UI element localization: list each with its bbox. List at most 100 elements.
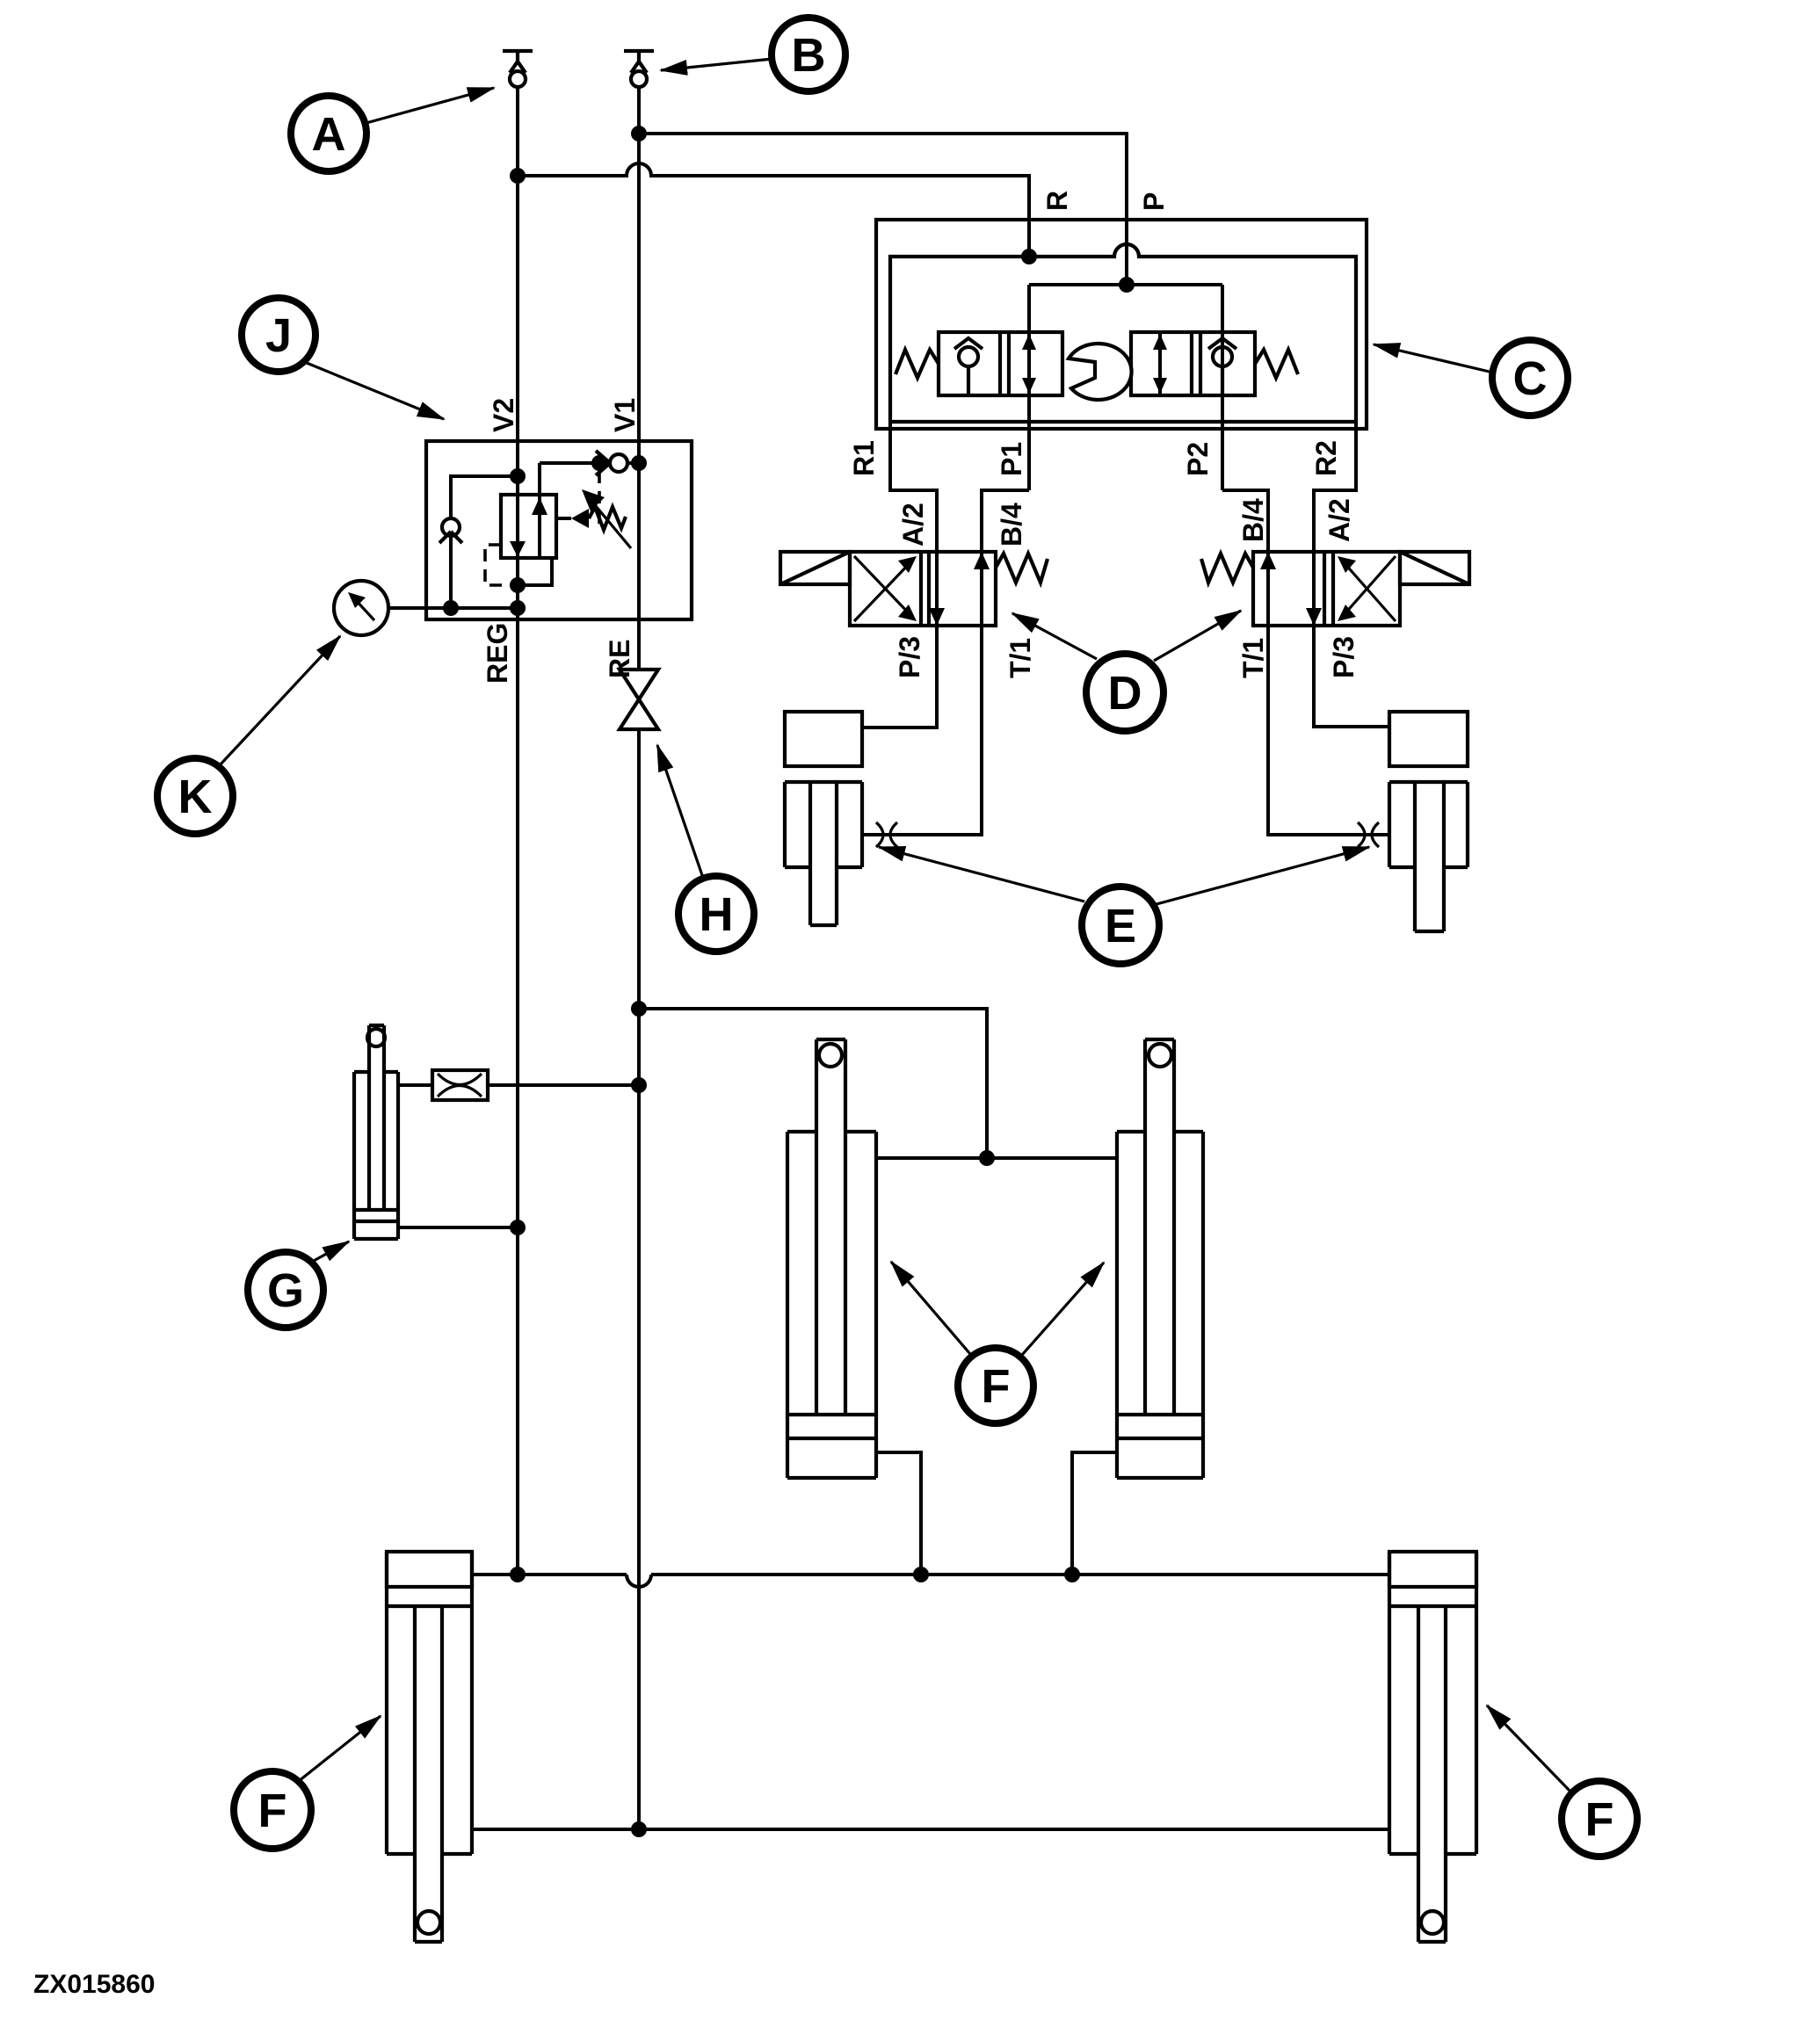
label-r2: R2 bbox=[1310, 440, 1342, 476]
junction-dot bbox=[510, 577, 526, 593]
callout-circle bbox=[675, 872, 758, 955]
flow-arrow-down bbox=[1022, 378, 1036, 394]
label-p: P bbox=[1138, 192, 1170, 211]
coupler-symbol bbox=[1356, 821, 1381, 849]
rod-eye bbox=[1418, 1908, 1447, 1937]
cylinder-bottom-right-f bbox=[1387, 1549, 1479, 1944]
pressure-test-port-b bbox=[624, 48, 654, 90]
crossed-paths bbox=[852, 554, 912, 623]
cylinder-body bbox=[1387, 1552, 1479, 1857]
callout-g: G bbox=[244, 1240, 351, 1331]
flow-arrow-down bbox=[1153, 378, 1167, 394]
callout-letter: H bbox=[700, 888, 734, 941]
callout-letter: K bbox=[178, 771, 213, 823]
piston-rod bbox=[412, 1606, 445, 1944]
callout-arrow bbox=[877, 845, 1085, 903]
callout-arrow bbox=[1372, 343, 1494, 374]
callout-arrow bbox=[301, 359, 446, 421]
callout-circle bbox=[1489, 337, 1571, 419]
return-gallery bbox=[888, 242, 1359, 424]
callout-arrow bbox=[659, 57, 773, 76]
test-port-symbol bbox=[624, 48, 654, 75]
junction-dot bbox=[443, 600, 459, 616]
label-r1: R1 bbox=[848, 440, 880, 476]
label-v2: V2 bbox=[488, 398, 519, 432]
line-a-to-r bbox=[518, 162, 1031, 257]
cap-end-bus bbox=[472, 1573, 1389, 1589]
check-branch bbox=[449, 474, 518, 518]
supply-lines bbox=[510, 87, 1128, 441]
shuttle-symbol bbox=[1065, 341, 1134, 402]
crossed-paths bbox=[1342, 554, 1397, 623]
solenoid-valve-left-d bbox=[778, 548, 1050, 628]
callout-circle bbox=[287, 92, 370, 175]
flow-arrow-up bbox=[1260, 552, 1276, 569]
label-p2: P2 bbox=[1182, 442, 1214, 476]
cross-arrow-top bbox=[898, 556, 917, 573]
test-port-symbol bbox=[503, 48, 533, 75]
piston-rod bbox=[1416, 1606, 1448, 1944]
label-left-p3: P/3 bbox=[894, 636, 925, 678]
cylinder-cap bbox=[1387, 709, 1470, 769]
valve-triangle-bottom bbox=[616, 696, 662, 732]
piston-rod bbox=[366, 1023, 387, 1210]
callout-f-bottom-left: F bbox=[230, 1714, 382, 1852]
test-port-ball bbox=[628, 69, 649, 90]
cylinder-body bbox=[384, 1552, 475, 1857]
valve-envelope bbox=[1251, 549, 1403, 628]
check-seat bbox=[953, 336, 984, 351]
solenoid-diagonal bbox=[779, 550, 851, 586]
cylinder-right-e bbox=[1266, 626, 1470, 934]
cylinder-body bbox=[782, 779, 865, 870]
base-port-line bbox=[876, 1451, 923, 1575]
junction-dot bbox=[510, 168, 526, 184]
label-right-b4: B/4 bbox=[1237, 498, 1269, 542]
spring bbox=[894, 344, 940, 383]
p2-stub bbox=[1222, 489, 1270, 552]
cross-arrow-bottom bbox=[898, 605, 917, 621]
callout-arrow bbox=[217, 634, 342, 768]
callout-arrow bbox=[311, 1240, 351, 1263]
valve-triangle-top bbox=[616, 667, 662, 703]
valve-divider bbox=[918, 552, 932, 626]
callout-letter: B bbox=[792, 29, 826, 82]
spring bbox=[994, 548, 1050, 589]
pressure-gauge-k bbox=[331, 578, 391, 638]
callout-circle bbox=[238, 294, 319, 375]
shutoff-valve-h bbox=[616, 619, 662, 1829]
valve-divider bbox=[1189, 332, 1203, 395]
callout-k: K bbox=[154, 634, 342, 837]
callout-arrow bbox=[1011, 612, 1098, 661]
junction-dot bbox=[631, 126, 647, 141]
piston-rod bbox=[814, 1037, 848, 1415]
flow-arrow-up bbox=[974, 552, 990, 569]
callout-d: D bbox=[1011, 609, 1243, 735]
t1-line bbox=[862, 626, 983, 836]
mid-cylinder-feed bbox=[639, 1007, 989, 1158]
bottom-bus-lines bbox=[472, 1567, 1389, 1837]
check-seat bbox=[438, 530, 464, 545]
check-ball bbox=[956, 344, 981, 369]
callout-circle bbox=[154, 755, 236, 837]
rod-eye bbox=[365, 1026, 388, 1049]
restrictor-venturi bbox=[436, 1072, 483, 1098]
spool-return bbox=[518, 558, 554, 587]
valve-divider bbox=[997, 332, 1012, 395]
coupler-symbol bbox=[874, 821, 899, 849]
callout-arrow bbox=[1020, 1261, 1106, 1357]
callout-circle bbox=[1083, 650, 1167, 735]
label-left-b4: B/4 bbox=[996, 503, 1027, 547]
callout-circle bbox=[230, 1768, 315, 1852]
cylinder-body bbox=[785, 1129, 879, 1481]
callout-letter: F bbox=[982, 1360, 1011, 1413]
junction-dot bbox=[1021, 249, 1037, 264]
r1-stub bbox=[888, 422, 939, 552]
label-re: RE bbox=[604, 640, 635, 678]
block-check-valve-right bbox=[1128, 329, 1300, 398]
solenoid-diagonal bbox=[1399, 550, 1470, 586]
regulator-valve-block-j bbox=[388, 438, 694, 622]
callout-arrow bbox=[1153, 609, 1243, 662]
cylinder-body bbox=[1114, 1129, 1206, 1481]
cylinder-cap bbox=[1387, 1549, 1479, 1589]
